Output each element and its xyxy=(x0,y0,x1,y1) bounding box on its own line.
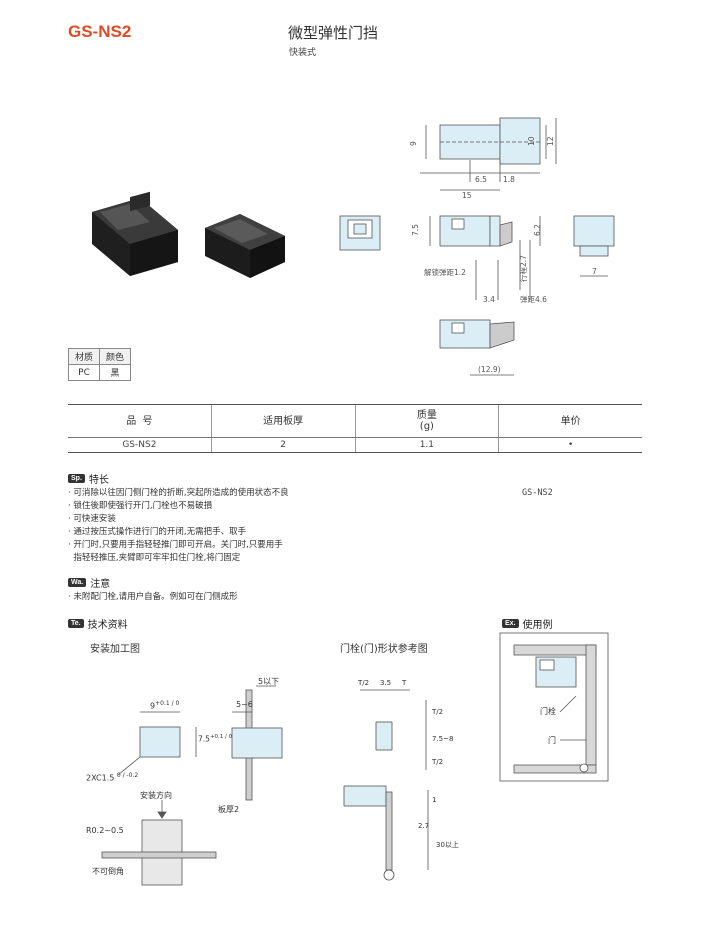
caution-list: · 未附配门栓,请用户自备。例如可在门侧成形 xyxy=(68,590,238,602)
dim-15: 15 xyxy=(462,191,472,200)
dim-12: 12 xyxy=(546,136,555,146)
caution-tag: Wa. xyxy=(68,578,87,587)
t2-label-a: T/2 xyxy=(358,679,370,687)
latch-shape-drawing xyxy=(343,689,429,881)
page-subtitle: 快装式 xyxy=(289,48,317,58)
example-title: 使用例 xyxy=(522,620,553,631)
dim-3-5-label: 3.5 xyxy=(380,679,392,687)
dim-6-5: 6.5 xyxy=(475,175,487,184)
example-tag: Ex. xyxy=(502,619,519,628)
dim-1-label: 1 xyxy=(432,796,437,804)
dim-7-5: 7.5 xyxy=(411,224,420,236)
dim-7-5-install: 7.5+0.1 / 0 xyxy=(198,734,233,744)
material-header: 材质 xyxy=(67,348,101,365)
page-title: 微型弹性门挡 xyxy=(288,24,379,42)
open-state-drawing xyxy=(439,319,515,376)
radius-label: R0.2~0.5 xyxy=(86,826,124,835)
list-item: 指轻轻推压,夹臂即可牢牢扣住门栓,将门固定 xyxy=(68,553,241,563)
product-photo-1 xyxy=(92,191,178,276)
list-item: · 可快速安装 xyxy=(68,514,116,524)
end-view-drawing xyxy=(573,215,615,277)
cell-board-thickness: 2 xyxy=(210,438,355,452)
list-item: · 可消除以往因门侧门栓的折断,突起所造成的使用状态不良 xyxy=(68,488,289,498)
dim-30-label: 30以上 xyxy=(436,841,459,849)
dim-9-install: 9+0.1 / 0 xyxy=(150,700,180,711)
install-title: 安装加工图 xyxy=(90,644,140,655)
dim-7-5-8-label: 7.5~8 xyxy=(432,735,454,743)
t2-label-b: T/2 xyxy=(432,708,444,716)
dim-6-2: 6.2 xyxy=(533,224,542,236)
t2-label-c: T/2 xyxy=(432,758,444,766)
list-item: · 开门时,只要用手指轻轻推门即可开启。关门时,只要用手 xyxy=(68,540,283,550)
top-view-drawing xyxy=(420,117,557,191)
dim-2-7-label: 2.7 xyxy=(418,822,430,830)
caution-title: 注意 xyxy=(90,579,111,590)
table-row: GS-NS2 2 1.1 • xyxy=(68,438,642,452)
col-unit-price: 单价 xyxy=(498,405,642,437)
range56-label: 5~6 xyxy=(236,700,253,709)
latch-title: 门栓(门)形状参考图 xyxy=(340,644,428,655)
color-value: 黑 xyxy=(99,364,132,381)
install-side-drawing xyxy=(231,685,283,801)
latch-callout: 门栓 xyxy=(540,707,556,716)
example-drawing xyxy=(499,632,609,782)
example-heading: Ex. 使用例 xyxy=(502,616,553,631)
dim-10: 10 xyxy=(527,136,536,146)
col-board-thickness: 适用板厚 xyxy=(210,405,355,437)
door-callout: 门 xyxy=(548,736,556,745)
list-item: · 未附配门栓,请用户自备。例如可在门侧成形 xyxy=(68,592,238,602)
list-item: · 通过按压式操作进行门的开闭,无需把手、取手 xyxy=(68,527,247,537)
dim-12-9: (12.9) xyxy=(478,365,501,374)
cell-unit-price: • xyxy=(498,438,642,452)
material-table: 材质 颜色 PC 黑 xyxy=(67,348,132,381)
spring-distance: 弹距4.6 xyxy=(520,294,547,304)
product-code: GS-NS2 xyxy=(68,22,132,41)
features-heading: Sp. 特长 xyxy=(68,471,109,486)
t-label: T xyxy=(402,679,407,687)
features-list: · 可消除以往因门侧门栓的折断,突起所造成的使用状态不良 · 锁住後即使强行开门… xyxy=(68,487,289,565)
product-table: 品 号 适用板厚 质量 (g) 单价 GS-NS2 2 1.1 • xyxy=(68,404,642,453)
dim-3-4: 3.4 xyxy=(483,295,495,304)
model-note: GS-NS2 xyxy=(522,488,553,498)
tech-title: 技术资料 xyxy=(87,620,128,631)
tech-tag: Te. xyxy=(68,619,84,628)
side-view-drawing xyxy=(429,215,541,300)
dim-9: 9 xyxy=(409,141,418,146)
cell-part-number: GS-NS2 xyxy=(122,439,157,450)
product-photo-2 xyxy=(205,214,285,278)
max5-label: 5以下 xyxy=(258,677,280,686)
list-item: · 锁住後即使强行开门,门栓也不易破損 xyxy=(68,501,213,511)
features-title: 特长 xyxy=(88,475,109,486)
color-header: 颜色 xyxy=(99,348,132,365)
install-drawing xyxy=(101,711,217,886)
dim-1-8: 1.8 xyxy=(503,175,515,184)
stroke-label: 行程2.7 xyxy=(518,255,528,282)
front-view-drawing xyxy=(339,215,381,251)
dim-7: 7 xyxy=(592,267,597,276)
caution-heading: Wa. 注意 xyxy=(68,575,110,590)
col-weight: 质量 (g) xyxy=(354,405,499,437)
install-direction-label: 安装方向 xyxy=(140,791,172,800)
board-thickness-label: 板厚2 xyxy=(218,805,240,814)
chamfer-label: 2XC1.5 0 / -0.2 xyxy=(86,772,139,783)
features-tag: Sp. xyxy=(68,474,85,483)
no-chamfer-label: 不可倒角 xyxy=(92,867,124,876)
tech-heading: Te. 技术资料 xyxy=(68,616,128,631)
cell-weight: 1.1 xyxy=(354,438,499,452)
col-part-number: 品 号 xyxy=(126,415,153,427)
material-value: PC xyxy=(67,364,101,381)
release-distance: 解锁弹距1.2 xyxy=(424,267,466,277)
product-table-header: 品 号 适用板厚 质量 (g) 单价 xyxy=(68,405,642,438)
